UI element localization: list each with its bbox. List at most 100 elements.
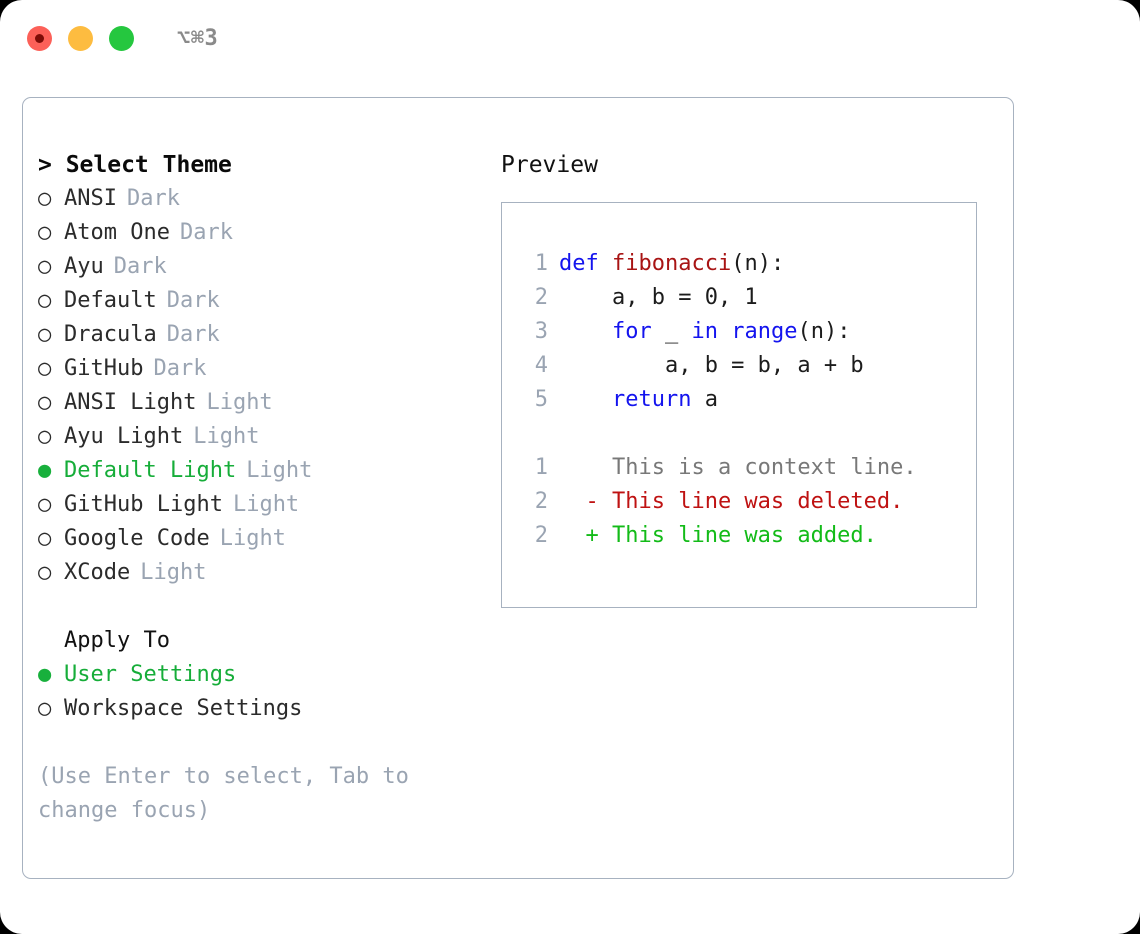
theme-option-label: Default Light bbox=[64, 458, 237, 483]
line-number: 2 bbox=[534, 489, 548, 514]
code-token: def bbox=[559, 251, 612, 276]
maximize-button[interactable] bbox=[109, 25, 134, 51]
line-number: 3 bbox=[534, 319, 548, 344]
theme-option-ansi[interactable]: ○ ANSI Dark bbox=[38, 182, 488, 216]
radio-unselected-icon: ○ bbox=[38, 220, 52, 245]
code-token: a bbox=[691, 387, 718, 412]
diff-line-content: + This line was added. bbox=[559, 523, 877, 548]
code-line: 4 a, b = b, a + b bbox=[522, 349, 970, 383]
theme-variant-tag: Light bbox=[219, 526, 286, 551]
theme-option-label: Default bbox=[64, 288, 157, 313]
theme-option-label: XCode bbox=[64, 560, 131, 585]
diff-spacer bbox=[522, 417, 970, 451]
theme-option-ansi-light[interactable]: ○ ANSI Light Light bbox=[38, 386, 488, 420]
code-token: _ bbox=[651, 319, 692, 344]
theme-option-label: Dracula bbox=[64, 322, 157, 347]
radio-unselected-icon: ○ bbox=[38, 390, 52, 415]
line-number: 2 bbox=[534, 523, 548, 548]
code-token: a, b = b, a + b bbox=[559, 353, 864, 378]
line-number: 4 bbox=[534, 353, 548, 378]
theme-option-default[interactable]: ○ Default Dark bbox=[38, 284, 488, 318]
diff-line-content: - This line was deleted. bbox=[559, 489, 904, 514]
recording-indicator-icon bbox=[35, 33, 44, 43]
code-token: return bbox=[611, 387, 692, 412]
code-token bbox=[559, 387, 612, 412]
code-line: 1 def fibonacci(n): bbox=[522, 247, 970, 281]
theme-option-github[interactable]: ○ GitHub Dark bbox=[38, 352, 488, 386]
theme-option-label: GitHub bbox=[64, 356, 144, 381]
code-line-content: a, b = 0, 1 bbox=[559, 281, 758, 315]
section-spacer bbox=[38, 590, 488, 624]
theme-option-default-light[interactable]: ● Default Light Light bbox=[38, 454, 488, 488]
radio-unselected-icon: ○ bbox=[38, 186, 52, 211]
code-line-content: for _ in range(n): bbox=[559, 315, 850, 349]
theme-option-ayu-light[interactable]: ○ Ayu Light Light bbox=[38, 420, 488, 454]
code-token: range bbox=[731, 319, 798, 344]
theme-variant-tag: Light bbox=[246, 458, 313, 483]
code-token: in bbox=[691, 319, 718, 344]
theme-variant-tag: Dark bbox=[113, 254, 167, 279]
radio-unselected-icon: ○ bbox=[38, 526, 52, 551]
keyboard-hint: (Use Enter to select, Tab to change focu… bbox=[38, 764, 409, 823]
theme-option-label: GitHub Light bbox=[64, 492, 223, 517]
radio-unselected-icon: ○ bbox=[38, 356, 52, 381]
close-button[interactable] bbox=[27, 25, 52, 51]
radio-unselected-icon: ○ bbox=[38, 424, 52, 449]
theme-variant-tag: Light bbox=[206, 390, 273, 415]
theme-option-atom-one[interactable]: ○ Atom One Dark bbox=[38, 216, 488, 250]
code-token: fibonacci bbox=[611, 251, 732, 276]
apply-to-title: Apply To bbox=[64, 628, 170, 653]
radio-unselected-icon: ○ bbox=[38, 288, 52, 313]
code-token: (n): bbox=[797, 319, 851, 344]
code-token: a, b = 0, 1 bbox=[559, 285, 758, 310]
title-bar: ⌥⌘3 bbox=[0, 0, 1140, 76]
code-token bbox=[718, 319, 731, 344]
theme-list-header: > Select Theme bbox=[38, 152, 232, 178]
radio-unselected-icon: ○ bbox=[38, 254, 52, 279]
theme-option-google-code[interactable]: ○ Google Code Light bbox=[38, 522, 488, 556]
code-line: 3 for _ in range(n): bbox=[522, 315, 970, 349]
code-token: (n): bbox=[731, 251, 785, 276]
apply-to-option-label: Workspace Settings bbox=[64, 696, 303, 721]
apply-to-option-workspace-settings[interactable]: ○ Workspace Settings bbox=[38, 692, 488, 726]
theme-option-label: ANSI Light bbox=[64, 390, 197, 415]
line-number: 2 bbox=[534, 285, 548, 310]
diff-line-content: This is a context line. bbox=[559, 455, 917, 480]
theme-variant-tag: Dark bbox=[179, 220, 233, 245]
radio-unselected-icon: ○ bbox=[38, 492, 52, 517]
radio-unselected-icon: ○ bbox=[38, 322, 52, 347]
apply-to-list: ●User Settings ○ Workspace Settings bbox=[38, 658, 488, 726]
code-line: 5 return a bbox=[522, 383, 970, 417]
radio-selected-icon: ● bbox=[38, 662, 52, 687]
code-token bbox=[559, 319, 612, 344]
code-line-content: a, b = b, a + b bbox=[559, 349, 864, 383]
theme-option-label: Atom One bbox=[64, 220, 170, 245]
radio-unselected-icon: ○ bbox=[38, 696, 52, 721]
apply-to-option-user-settings[interactable]: ●User Settings bbox=[38, 658, 488, 692]
radio-selected-icon: ● bbox=[38, 458, 52, 483]
theme-option-label: Google Code bbox=[64, 526, 210, 551]
theme-option-label: ANSI bbox=[64, 186, 117, 211]
theme-variant-tag: Light bbox=[193, 424, 260, 449]
theme-option-label: Ayu Light bbox=[64, 424, 184, 449]
diff-line: 1 This is a context line. bbox=[522, 451, 970, 485]
preview-title: Preview bbox=[501, 152, 598, 178]
line-number: 1 bbox=[534, 251, 548, 276]
code-line: 2 a, b = 0, 1 bbox=[522, 281, 970, 315]
theme-variant-tag: Dark bbox=[166, 288, 220, 313]
theme-variant-tag: Dark bbox=[126, 186, 180, 211]
theme-variant-tag: Light bbox=[140, 560, 207, 585]
theme-variant-tag: Dark bbox=[153, 356, 207, 381]
minimize-button[interactable] bbox=[68, 25, 93, 51]
